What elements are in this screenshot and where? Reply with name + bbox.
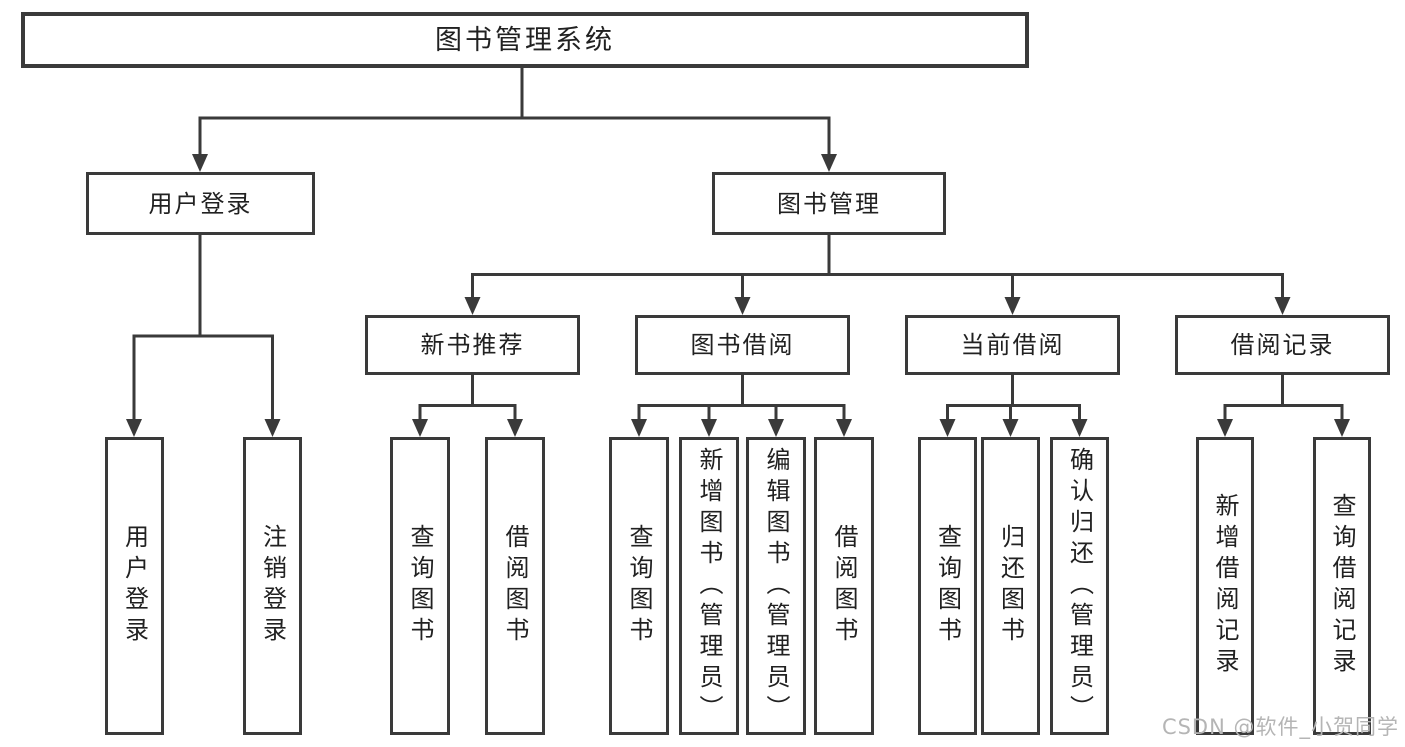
leaf-current-return-label: 归还图书 — [996, 524, 1025, 648]
leaf-current-confirm-admin-label: 确认归还（管理员） — [1065, 446, 1094, 726]
leaf-record-add-label: 新增借阅记录 — [1211, 493, 1239, 679]
watermark: CSDN @软件_小贺同学 — [1161, 715, 1399, 739]
leaf-borrow-edit-admin: 编辑图书（管理员） — [746, 437, 806, 735]
leaf-newbook-query-label: 查询图书 — [406, 524, 434, 648]
leaf-current-return: 归还图书 — [981, 437, 1040, 735]
node-book-borrow: 图书借阅 — [635, 315, 850, 375]
leaf-newbook-borrow-label: 借阅图书 — [501, 524, 529, 648]
leaf-current-query-label: 查询图书 — [933, 524, 962, 648]
node-root-label: 图书管理系统 — [435, 24, 615, 56]
leaf-record-query: 查询借阅记录 — [1313, 437, 1371, 735]
node-borrow-record-label: 借阅记录 — [1230, 331, 1335, 359]
leaf-borrow-query: 查询图书 — [609, 437, 669, 735]
leaf-newbook-borrow: 借阅图书 — [485, 437, 545, 735]
leaf-current-confirm-admin: 确认归还（管理员） — [1050, 437, 1109, 735]
leaf-borrow-add-admin-label: 新增图书（管理员） — [695, 446, 723, 726]
node-current-borrow: 当前借阅 — [905, 315, 1120, 375]
node-root: 图书管理系统 — [21, 12, 1029, 68]
leaf-record-query-label: 查询借阅记录 — [1328, 493, 1356, 679]
node-borrow-record: 借阅记录 — [1175, 315, 1390, 375]
leaf-record-add: 新增借阅记录 — [1196, 437, 1254, 735]
leaf-borrow-query-label: 查询图书 — [625, 524, 653, 648]
leaf-logout-label: 注销登录 — [258, 524, 287, 648]
node-book-management-label: 图书管理 — [777, 189, 881, 218]
arrowheads — [126, 154, 1350, 437]
node-user-login: 用户登录 — [86, 172, 315, 235]
node-user-login-label: 用户登录 — [148, 189, 253, 218]
node-new-book-recommend: 新书推荐 — [365, 315, 580, 375]
leaf-user-login: 用户登录 — [105, 437, 164, 735]
leaf-borrow-book: 借阅图书 — [814, 437, 874, 735]
leaf-user-login-label: 用户登录 — [120, 524, 149, 648]
leaf-logout: 注销登录 — [243, 437, 302, 735]
node-book-management: 图书管理 — [712, 172, 946, 235]
leaf-current-query: 查询图书 — [918, 437, 977, 735]
leaf-newbook-query: 查询图书 — [390, 437, 450, 735]
leaf-borrow-book-label: 借阅图书 — [830, 524, 858, 648]
leaf-borrow-edit-admin-label: 编辑图书（管理员） — [762, 446, 790, 726]
node-book-borrow-label: 图书借阅 — [690, 331, 795, 359]
leaf-borrow-add-admin: 新增图书（管理员） — [679, 437, 739, 735]
node-new-book-recommend-label: 新书推荐 — [420, 331, 525, 359]
node-current-borrow-label: 当前借阅 — [960, 331, 1065, 359]
